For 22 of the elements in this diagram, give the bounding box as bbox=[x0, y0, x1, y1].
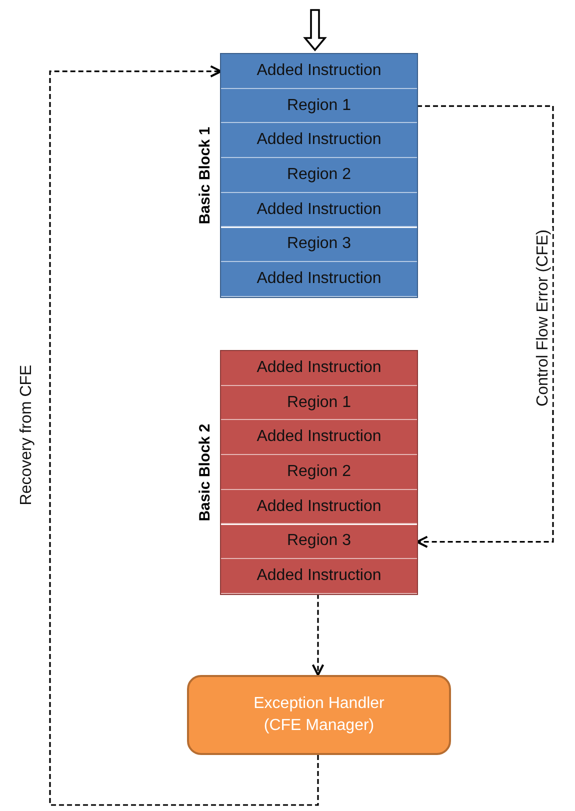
block-heading: Basic Block 2 bbox=[196, 424, 214, 522]
instruction-row: Added Instruction bbox=[221, 420, 417, 456]
instruction-row: Added Instruction bbox=[221, 262, 417, 297]
instruction-row: Added Instruction bbox=[221, 351, 417, 386]
edge-label: Control Flow Error (CFE) bbox=[534, 228, 552, 408]
entry-arrow bbox=[303, 9, 327, 52]
instruction-row: Region 2 bbox=[221, 455, 417, 490]
instruction-row: Added Instruction bbox=[221, 123, 417, 158]
block-heading: Basic Block 1 bbox=[196, 126, 214, 224]
instruction-row: Region 2 bbox=[221, 158, 417, 193]
dashed-arrow bbox=[49, 65, 319, 806]
handler-box: Exception Handler (CFE Manager) bbox=[187, 675, 451, 755]
dashed-arrow bbox=[312, 594, 324, 676]
dashed-arrow bbox=[416, 105, 554, 548]
instruction-row: Region 3 bbox=[221, 228, 417, 262]
instruction-row: Region 1 bbox=[221, 386, 417, 420]
instruction-row: Added Instruction bbox=[221, 490, 417, 524]
instruction-row: Added Instruction bbox=[221, 54, 417, 89]
instruction-row: Region 3 bbox=[221, 524, 417, 560]
instruction-row: Added Instruction bbox=[221, 192, 417, 228]
instruction-row: Region 1 bbox=[221, 88, 417, 124]
instruction-row: Added Instruction bbox=[221, 559, 417, 594]
